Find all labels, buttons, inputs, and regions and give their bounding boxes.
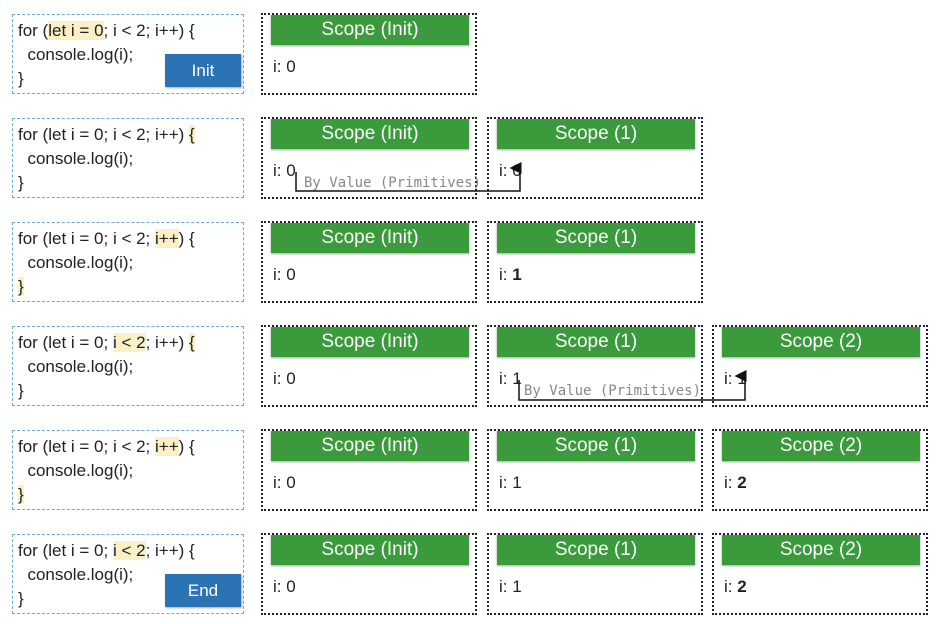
scope-header: Scope (1) [497, 119, 695, 149]
scope-header: Scope (1) [497, 535, 695, 565]
code-highlight: } [18, 485, 24, 504]
code-line-body: console.log(i); [18, 357, 134, 376]
scope-init: Scope (Init) i: 0 [261, 13, 477, 95]
scope-variable: i: 1 [499, 369, 522, 388]
scope-2: Scope (2) i: 2 [712, 533, 928, 615]
code-block-condition-true: for (let i = 0; i < 2; i++) { console.lo… [12, 326, 244, 406]
scope-header: Scope (Init) [271, 535, 469, 565]
scope-2: Scope (2) i: 2 [712, 429, 928, 511]
scope-variable: i: 1 [499, 265, 522, 284]
step-label-init: Init [165, 54, 241, 87]
scope-variable: i: 2 [724, 577, 747, 596]
scope-1: Scope (1) i: 1 [487, 221, 703, 303]
code-line-for: for (let i = 0; i < 2; i++) { [18, 125, 195, 144]
scope-header: Scope (Init) [271, 15, 469, 45]
scope-header: Scope (Init) [271, 327, 469, 357]
scope-header: Scope (2) [722, 327, 920, 357]
scope-init: Scope (Init) i: 0 [261, 325, 477, 407]
arrow-label: By Value (Primitives) [304, 175, 481, 191]
scope-header: Scope (Init) [271, 119, 469, 149]
arrow-label: By Value (Primitives) [524, 383, 701, 399]
scope-1: Scope (1) i: 1 [487, 533, 703, 615]
scope-init: Scope (Init) i: 0 [261, 117, 477, 199]
code-line-for: for (let i = 0; i < 2; i++) { [18, 21, 195, 40]
code-block-init: for (let i = 0; i < 2; i++) { console.lo… [12, 14, 244, 94]
code-block-increment: for (let i = 0; i < 2; i++) { console.lo… [12, 222, 244, 302]
scope-variable: i: 1 [499, 577, 522, 596]
scope-init: Scope (Init) i: 0 [261, 221, 477, 303]
code-line-body: console.log(i); [18, 45, 134, 64]
scope-variable: i: 0 [273, 57, 296, 76]
code-line-close: } [18, 69, 24, 88]
scope-header: Scope (2) [722, 535, 920, 565]
code-line-close: } [18, 275, 243, 299]
arrow-path [518, 370, 747, 401]
code-line-for: for (let i = 0; i < 2; i++) { [18, 229, 195, 248]
code-line-for: for (let i = 0; i < 2; i++) { [18, 541, 195, 560]
code-line-close: } [18, 381, 24, 400]
scope-variable: i: 0 [273, 577, 296, 596]
scope-1: Scope (1) i: 0 [487, 117, 703, 199]
code-highlight: let i = 0 [48, 21, 104, 40]
code-line-body: console.log(i); [18, 253, 134, 272]
code-line-close: } [18, 589, 24, 608]
copy-arrow-row2: By Value (Primitives) [295, 162, 522, 192]
scope-1: Scope (1) i: 1 [487, 429, 703, 511]
step-label-end: End [165, 574, 241, 607]
arrow-path [295, 162, 522, 192]
code-block-end: for (let i = 0; i < 2; i++) { console.lo… [12, 534, 244, 614]
scope-header: Scope (1) [497, 223, 695, 253]
code-line-body: console.log(i); [18, 149, 134, 168]
copy-arrow-row4: By Value (Primitives) [518, 370, 747, 401]
code-block-enter-body: for (let i = 0; i < 2; i++) { console.lo… [12, 118, 244, 198]
scope-header: Scope (1) [497, 327, 695, 357]
code-highlight: i++ [155, 437, 179, 456]
code-highlight: } [18, 277, 24, 296]
code-line-for: for (let i = 0; i < 2; i++) { [18, 333, 195, 352]
scope-variable: i: 1 [499, 473, 522, 492]
scope-header: Scope (Init) [271, 431, 469, 461]
scope-variable: i: 0 [273, 265, 296, 284]
code-highlight: { [189, 333, 195, 352]
code-line-body: console.log(i); [18, 461, 134, 480]
scope-1: Scope (1) i: 1 [487, 325, 703, 407]
code-line-for: for (let i = 0; i < 2; i++) { [18, 437, 195, 456]
code-line-close: } [18, 483, 243, 507]
scope-header: Scope (Init) [271, 223, 469, 253]
scope-variable: i: 2 [724, 473, 747, 492]
scope-variable: i: 0 [273, 369, 296, 388]
scope-2: Scope (2) i: 1 [712, 325, 928, 407]
code-highlight: { [189, 125, 195, 144]
code-line-close: } [18, 173, 24, 192]
code-highlight: i++ [155, 229, 179, 248]
scope-variable: i: 0 [273, 473, 296, 492]
code-highlight: i < 2 [112, 541, 146, 560]
scope-init: Scope (Init) i: 0 [261, 429, 477, 511]
scope-header: Scope (2) [722, 431, 920, 461]
code-line-body: console.log(i); [18, 565, 134, 584]
scope-header: Scope (1) [497, 431, 695, 461]
scope-variable: i: 0 [273, 161, 296, 180]
code-highlight: i < 2 [112, 333, 146, 352]
scope-init: Scope (Init) i: 0 [261, 533, 477, 615]
code-block-increment-2: for (let i = 0; i < 2; i++) { console.lo… [12, 430, 244, 510]
